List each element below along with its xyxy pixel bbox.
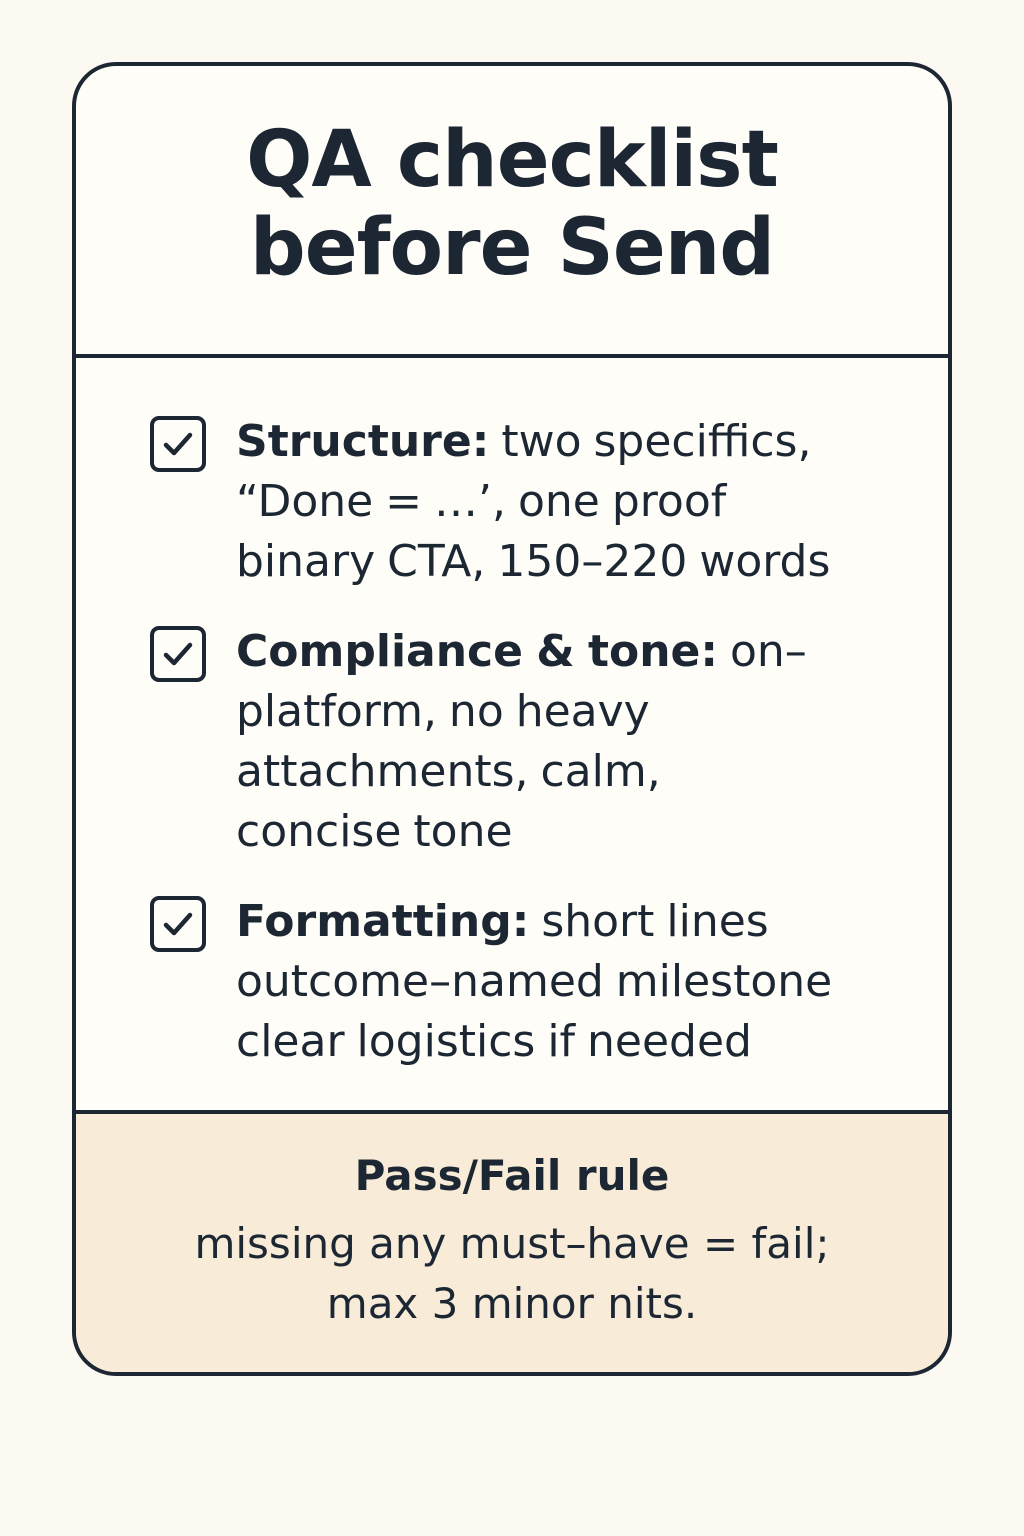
- pass-fail-rule-text: missing any must–have = fail; max 3 mino…: [76, 1214, 948, 1334]
- pass-fail-section: Pass/Fail rule missing any must–have = f…: [76, 1110, 948, 1372]
- checklist-item-description: on–platform, no heavy attachments, calm,…: [236, 626, 807, 857]
- checklist-item-description: short lines outcome–named milestone clea…: [236, 896, 833, 1067]
- checklist-item-formatting: Formatting: short lines outcome–named mi…: [76, 892, 948, 1072]
- pass-fail-title: Pass/Fail rule: [354, 1151, 670, 1200]
- checklist-item-label: Structure:: [236, 416, 490, 467]
- checklist-item-text: Compliance & tone: on–platform, no heavy…: [236, 622, 836, 862]
- checkbox-compliance[interactable]: [150, 626, 206, 682]
- card-header: QA checklist before Send: [76, 66, 948, 358]
- checklist-item-structure: Structure: two speciffics, “Done = …’, o…: [76, 412, 948, 592]
- checklist-item-text: Structure: two speciffics, “Done = …’, o…: [236, 412, 836, 592]
- checkmark-icon: [163, 642, 193, 666]
- page-title: QA checklist before Send: [246, 115, 779, 293]
- checklist-item-description: two speciffics, “Done = …’, one proof bi…: [236, 416, 831, 587]
- title-line-1: QA checklist: [246, 115, 779, 205]
- checklist-item-compliance: Compliance & tone: on–platform, no heavy…: [76, 622, 948, 862]
- title-line-2: before Send: [249, 203, 775, 293]
- checklist-item-text: Formatting: short lines outcome–named mi…: [236, 892, 836, 1072]
- checklist: Structure: two speciffics, “Done = …’, o…: [76, 358, 948, 1110]
- checkmark-icon: [163, 432, 193, 456]
- checkmark-icon: [163, 912, 193, 936]
- checklist-item-label: Compliance & tone:: [236, 626, 718, 677]
- checkbox-formatting[interactable]: [150, 896, 206, 952]
- checkbox-structure[interactable]: [150, 416, 206, 472]
- checklist-item-label: Formatting:: [236, 896, 530, 947]
- pass-fail-line-2: max 3 minor nits.: [326, 1279, 698, 1328]
- qa-checklist-card: QA checklist before Send Structure: two …: [72, 62, 952, 1376]
- pass-fail-line-1: missing any must–have = fail;: [194, 1219, 830, 1268]
